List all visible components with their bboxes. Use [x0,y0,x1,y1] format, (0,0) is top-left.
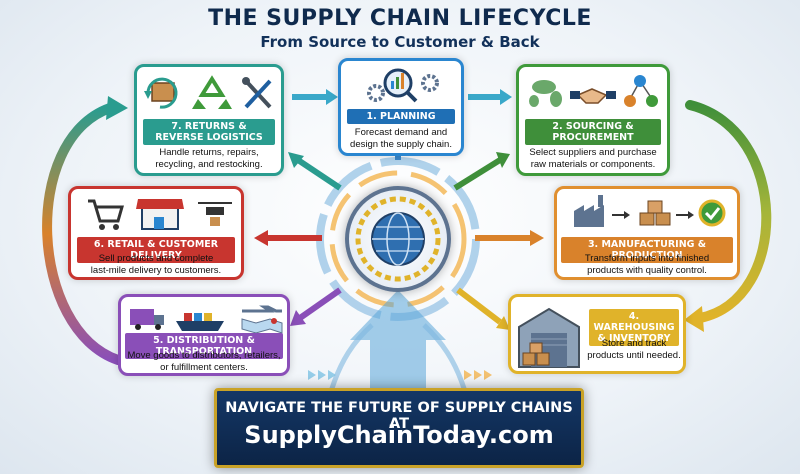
page-subtitle: From Source to Customer & Back [260,33,540,51]
recycle-icon [192,75,232,109]
network-nodes-icon [624,75,658,107]
airplane-icon [242,305,282,313]
stage-desc-planning: Forecast demand and design the supply ch… [343,127,459,150]
handshake-icon [570,88,616,104]
route-map-icon [241,318,283,334]
hub-ring-inner [329,170,467,308]
stage-desc-sourcing-2: raw materials or components. [530,158,656,170]
magnifier-chart-icon [383,68,418,103]
cargo-ship-icon [176,313,224,331]
boxes-icon [639,200,671,226]
stage-label-returns-2: REVERSE LOGISTICS [155,132,263,143]
stage-label-sourcing-2: PROCUREMENT [552,132,634,143]
stage-desc-returns-2: recycling, and restocking. [155,158,263,170]
stage-label-warehousing-2: & INVENTORY [597,333,671,344]
chevrons-left [308,370,336,380]
factory-icon [574,195,604,227]
stage-label-retail: 6. RETAIL & CUSTOMER DELIVERY [93,239,219,261]
retail-icons [88,199,232,230]
cta-banner: NAVIGATE THE FUTURE OF SUPPLY CHAINS AT … [214,388,584,468]
cta-website-link[interactable]: SupplyChainToday.com [244,421,554,449]
stage-desc-returns: Handle returns, repairs, recycling, and … [139,147,279,170]
return-box-icon [144,77,178,109]
spoke-warehouse [456,287,502,325]
stage-desc-manufacturing: Transform inputs into finished products … [559,253,735,276]
stage-desc-distribution-1: Move goods to distributors, retailers, [127,350,281,361]
stage-desc-warehousing-2: products until needed. [587,349,681,361]
sourcing-icons [529,75,658,107]
stage-desc-sourcing-1: Select suppliers and purchase [529,147,657,158]
upward-arrow-center [350,290,446,392]
stage-banner-retail: 6. RETAIL & CUSTOMER DELIVERY [77,237,235,263]
world-map-icon [529,80,562,107]
stage-banner-sourcing: 2. SOURCING & PROCUREMENT [525,119,661,145]
returns-icons [144,75,272,109]
stage-desc-retail: Sell products and complete last-mile del… [73,253,239,276]
stage-desc-manufacturing-2: products with quality control. [587,264,707,276]
stage-card-distribution: 5. DISTRIBUTION & TRANSPORTATION Move go… [118,294,290,376]
stage-desc-retail-2: last-mile delivery to customers. [90,264,222,276]
drone-icon [198,202,232,226]
chevrons-right [464,370,492,380]
stage-banner-manufacturing: 3. MANUFACTURING & PRODUCTION [561,237,733,263]
spoke-sourcing [453,157,502,191]
stage-banner-warehousing: 4. WAREHOUSING & INVENTORY [589,309,679,346]
spoke-returns [296,157,342,191]
manufacturing-icons [574,195,726,227]
stage-label-manufacturing: 3. MANUFACTURING & PRODUCTION [587,239,707,261]
page-title: THE SUPPLY CHAIN LIFECYCLE [208,6,592,31]
stage-card-manufacturing: 3. MANUFACTURING & PRODUCTION Transform … [554,186,740,280]
stage-label-distribution: 5. DISTRIBUTION & TRANSPORTATION [153,335,255,357]
stage-banner-returns: 7. RETURNS & REVERSE LOGISTICS [143,119,275,145]
spoke-distribution [298,287,342,321]
stage-card-sourcing: 2. SOURCING & PROCUREMENT Select supplie… [516,64,670,176]
stage-card-returns: 7. RETURNS & REVERSE LOGISTICS Handle re… [134,64,284,176]
stage-desc-distribution-2: or fulfillment centers. [160,361,248,373]
stage-desc-planning-2: design the supply chain. [350,138,452,150]
storefront-icon [136,199,184,230]
warehouse-icon [518,307,580,368]
stage-desc-sourcing: Select suppliers and purchase raw materi… [521,147,665,170]
quality-check-icon [698,199,726,227]
stage-card-warehousing: 4. WAREHOUSING & INVENTORY Store and tra… [508,294,686,374]
left-loop-arrow [42,103,123,365]
stage-desc-warehousing: Store and track products until needed. [583,338,685,361]
central-hub [345,186,451,292]
right-loop-arrow [685,100,772,323]
stage-desc-manufacturing-1: Transform inputs into finished [584,253,710,264]
truck-icon [130,309,164,330]
stage-desc-distribution: Move goods to distributors, retailers, o… [123,350,285,373]
shopping-cart-icon [88,199,124,230]
tools-icon [242,77,272,109]
stage-label-sourcing-1: 2. SOURCING & [552,121,634,132]
stage-label-warehousing-1: 4. WAREHOUSING [593,311,675,333]
stage-label-planning: 1. PLANNING [366,111,436,122]
globe-gears-icon [355,196,441,282]
stage-card-retail: 6. RETAIL & CUSTOMER DELIVERY Sell produ… [68,186,244,280]
stage-label-returns-1: 7. RETURNS & [171,121,247,132]
stage-desc-retail-1: Sell products and complete [98,253,214,264]
gears-icon [367,74,439,102]
stage-desc-returns-1: Handle returns, repairs, [159,147,259,158]
distribution-icons [130,305,283,334]
cta-line-1: NAVIGATE THE FUTURE OF SUPPLY CHAINS AT [225,400,573,432]
stage-card-planning: 1. PLANNING Forecast demand and design t… [338,58,464,156]
stage-banner-planning: 1. PLANNING [347,109,455,124]
stage-banner-distribution: 5. DISTRIBUTION & TRANSPORTATION [125,333,283,359]
planning-icons [367,68,439,103]
stage-desc-warehousing-1: Store and track [601,338,667,349]
stage-desc-planning-1: Forecast demand and [354,127,448,138]
